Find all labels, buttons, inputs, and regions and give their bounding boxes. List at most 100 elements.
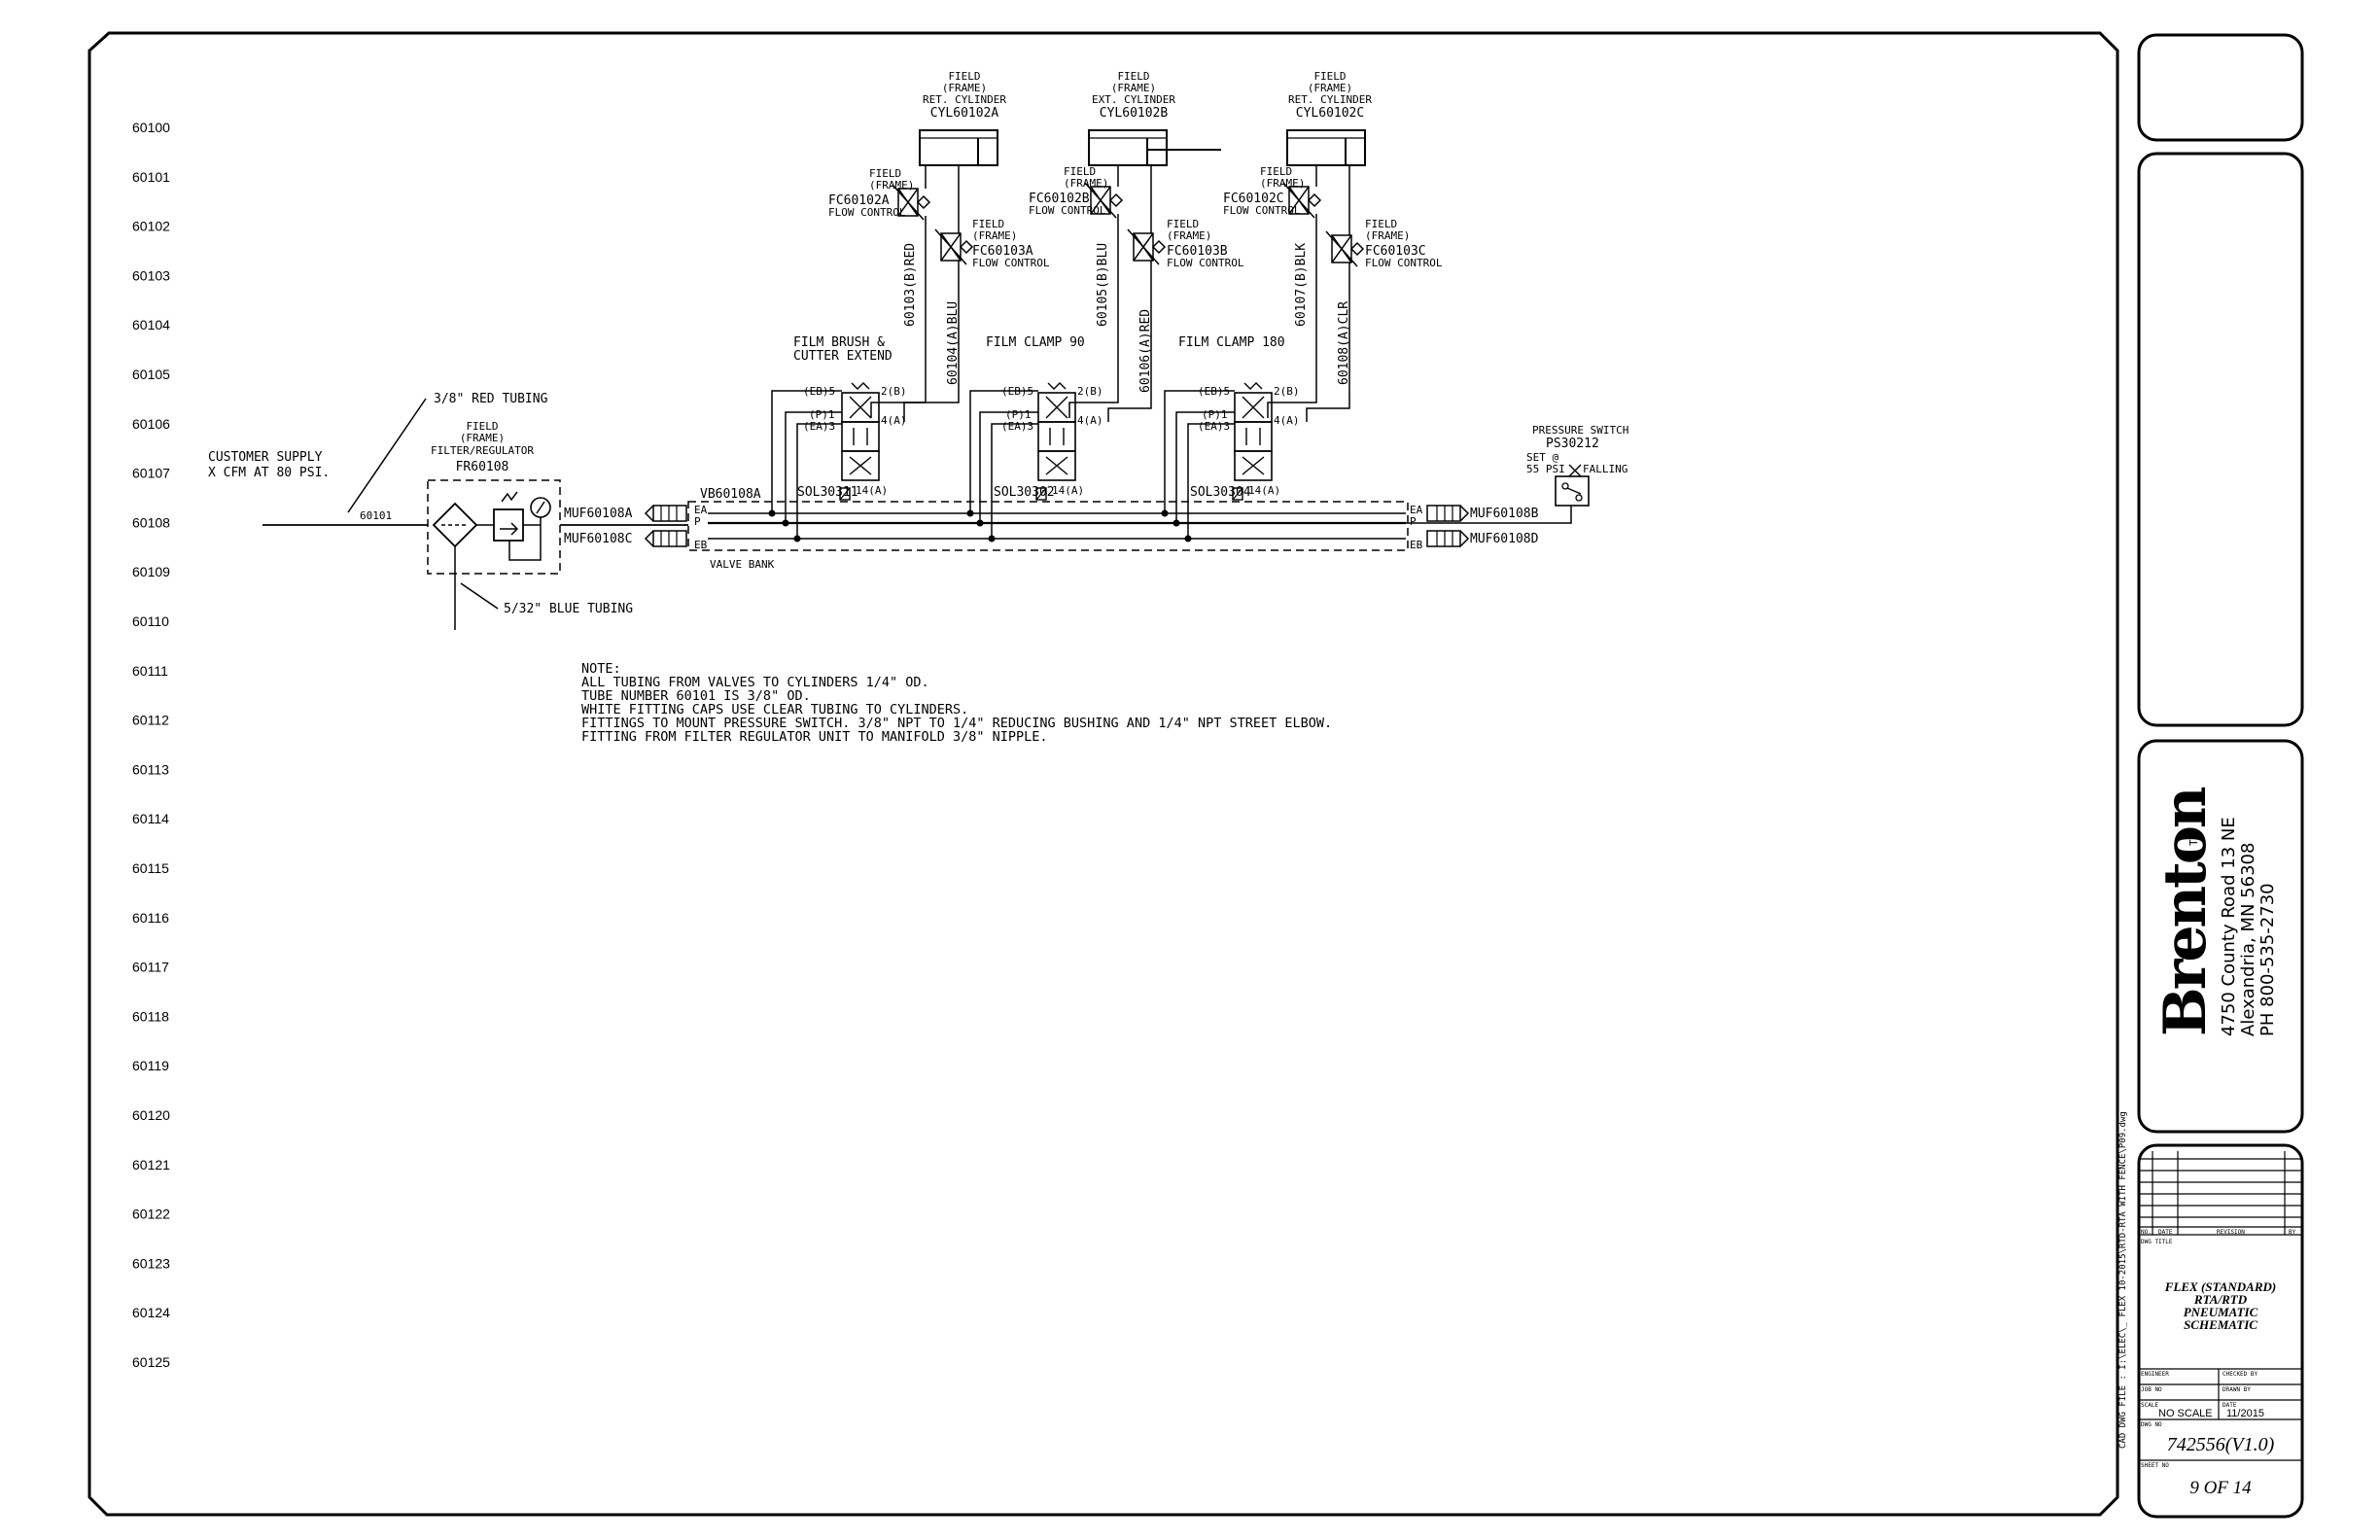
checked-by-label: CHECKED BY — [2222, 1371, 2258, 1378]
v2-flow-control-b-icon — [1127, 228, 1166, 265]
muffler-b-icon — [1426, 505, 1469, 522]
v2-fca-tag: FC60102B — [1029, 192, 1090, 206]
v3-tube-a: 60108(A)CLR — [1337, 301, 1351, 385]
v3-cyl-tag: CYL60102C — [1296, 106, 1364, 121]
v2-fca-label: FLOW CONTROL — [1029, 204, 1106, 217]
company-address-1: 4750 County Road 13 NE — [2219, 817, 2239, 1036]
ps-title: PRESSURE SWITCH — [1532, 424, 1628, 437]
v2-fca-frame: (FRAME) — [1064, 177, 1108, 190]
v1-fca-frame: (FRAME) — [869, 179, 914, 192]
date-label: DATE — [2222, 1402, 2237, 1409]
scale-value: NO SCALE — [2158, 1408, 2213, 1419]
port-eb-right: EB — [1410, 539, 1423, 551]
v1-port-a: 4(A) — [881, 414, 907, 427]
v2-title-1: FILM CLAMP 90 — [986, 335, 1085, 350]
rung-number: 60108 — [132, 514, 170, 530]
rung-number: 60123 — [132, 1255, 170, 1271]
muf-b-label: MUF60108B — [1470, 507, 1539, 521]
v1-fcb-field: FIELD — [972, 218, 1004, 230]
rung-number: 60125 — [132, 1354, 170, 1370]
filter-tag: FR60108 — [456, 460, 509, 474]
note-line-5: FITTING FROM FILTER REGULATOR UNIT TO MA… — [581, 729, 1048, 745]
v3-pilot: 14(A) — [1248, 484, 1280, 497]
v1-tube-a: 60104(A)BLU — [946, 301, 961, 385]
muf-a-label: MUF60108A — [564, 507, 633, 521]
title-block: NO. DATE REVISION BY DWG TITLE FLEX (STA… — [2137, 1143, 2304, 1519]
rung-number: 60120 — [132, 1107, 170, 1123]
right-panel-middle — [2137, 152, 2304, 727]
tube-60101-label: 60101 — [360, 509, 392, 522]
rung-number: 60110 — [132, 613, 169, 629]
ps-tag: PS30212 — [1546, 437, 1599, 451]
v1-tube-b: 60103(B)RED — [903, 243, 918, 327]
v1-cyl-field: FIELD — [948, 70, 980, 83]
company-block: Brenton TM 4750 County Road 13 NE Alexan… — [2137, 739, 2304, 1134]
port-ea-left: EA — [694, 504, 708, 516]
v3-fcb-field: FIELD — [1365, 218, 1397, 230]
v3-cylinder-icon — [1286, 129, 1366, 166]
date-value: 11/2015 — [2226, 1408, 2264, 1419]
rung-number: 60105 — [132, 367, 170, 382]
v3-flow-control-b-icon — [1325, 230, 1364, 267]
v1-sol: SOL30311 — [797, 485, 858, 500]
ps-set-2: 55 PSI — [1526, 463, 1565, 475]
v3-fcb-label: FLOW CONTROL — [1365, 257, 1443, 269]
v1-pilot: 14(A) — [856, 484, 888, 497]
rung-number: 60104 — [132, 317, 170, 332]
v2-port-a: 4(A) — [1077, 414, 1103, 427]
rung-number: 60121 — [132, 1157, 170, 1172]
company-logo: Brenton — [2152, 787, 2220, 1036]
rev-date: DATE — [2158, 1229, 2173, 1236]
supply-text-2: X CFM AT 80 PSI. — [208, 466, 330, 480]
v1-cyl-frame: (FRAME) — [942, 82, 987, 94]
manifold-tag: VB60108A — [700, 487, 761, 502]
rung-number: 60122 — [132, 1207, 170, 1222]
valve-bank-label: VALVE BANK — [710, 558, 775, 571]
v2-solenoid-valve-icon — [1035, 382, 1076, 501]
red-tubing-label: 3/8" RED TUBING — [434, 392, 548, 406]
sheet-no-value: 9 OF 14 — [2189, 1478, 2252, 1498]
v2-pilot: 14(A) — [1052, 484, 1084, 497]
muffler-c-icon — [645, 530, 687, 547]
valve-group-1: FIELD (FRAME) RET. CYLINDER CYL60102A FI… — [768, 70, 1050, 542]
v1-title-2: CUTTER EXTEND — [793, 349, 892, 364]
supply-section: CUSTOMER SUPPLY X CFM AT 80 PSI. 3/8" RE… — [208, 392, 633, 630]
filter-desc: FILTER/REGULATOR — [431, 444, 534, 457]
v1-fcb-label: FLOW CONTROL — [972, 257, 1050, 269]
v3-title-1: FILM CLAMP 180 — [1178, 335, 1285, 350]
note-line-3: WHITE FITTING CAPS USE CLEAR TUBING TO C… — [581, 702, 968, 718]
job-no-label: JOB NO — [2141, 1386, 2162, 1393]
v2-sol: SOL30302 — [994, 485, 1055, 500]
note-line-1: ALL TUBING FROM VALVES TO CYLINDERS 1/4"… — [581, 675, 929, 690]
rev-revision: REVISION — [2217, 1229, 2245, 1236]
rung-number: 60112 — [132, 713, 169, 728]
v1-cyl-type: RET. CYLINDER — [923, 93, 1006, 106]
dwg-no-value: 742556(V1.0) — [2167, 1434, 2275, 1455]
rev-by: BY — [2289, 1229, 2296, 1236]
rung-number: 60107 — [132, 466, 170, 481]
valve-manifold: VB60108A VALVE BANK EA P EB EA P EB MUF6… — [564, 487, 1539, 571]
cad-file-path: CAD DWG FILE : I:\ELEC\_ FLEX 10-2015\RT… — [2118, 1111, 2128, 1449]
v3-port-ea: (EA)3 — [1198, 420, 1230, 433]
notes-heading: NOTE: — [581, 661, 621, 677]
rung-number: 60101 — [132, 169, 170, 185]
engineer-label: ENGINEER — [2141, 1371, 2169, 1378]
port-p-left: P — [694, 515, 701, 528]
dwg-title-1: FLEX (STANDARD) — [2164, 1279, 2277, 1294]
v3-solenoid-valve-icon — [1232, 382, 1273, 501]
main-border — [88, 31, 2119, 1517]
rung-numbers: 6010060101601026010360104601056010660107… — [132, 120, 170, 1370]
note-line-4: FITTINGS TO MOUNT PRESSURE SWITCH. 3/8" … — [581, 716, 1332, 731]
v2-cyl-field: FIELD — [1117, 70, 1149, 83]
drawn-by-label: DRAWN BY — [2222, 1386, 2251, 1393]
v2-port-b: 2(B) — [1077, 385, 1103, 398]
filter-regulator-box — [427, 479, 561, 575]
v1-cyl-tag: CYL60102A — [930, 106, 999, 121]
notes: NOTE: ALL TUBING FROM VALVES TO CYLINDER… — [581, 661, 1332, 745]
muffler-a-icon — [645, 505, 687, 522]
supply-text-1: CUSTOMER SUPPLY — [208, 450, 323, 465]
port-ea-right: EA — [1410, 504, 1423, 516]
ps-falling: FALLING — [1583, 463, 1628, 475]
v2-cyl-type: EXT. CYLINDER — [1092, 93, 1175, 106]
v2-cylinder-icon — [1088, 129, 1168, 166]
